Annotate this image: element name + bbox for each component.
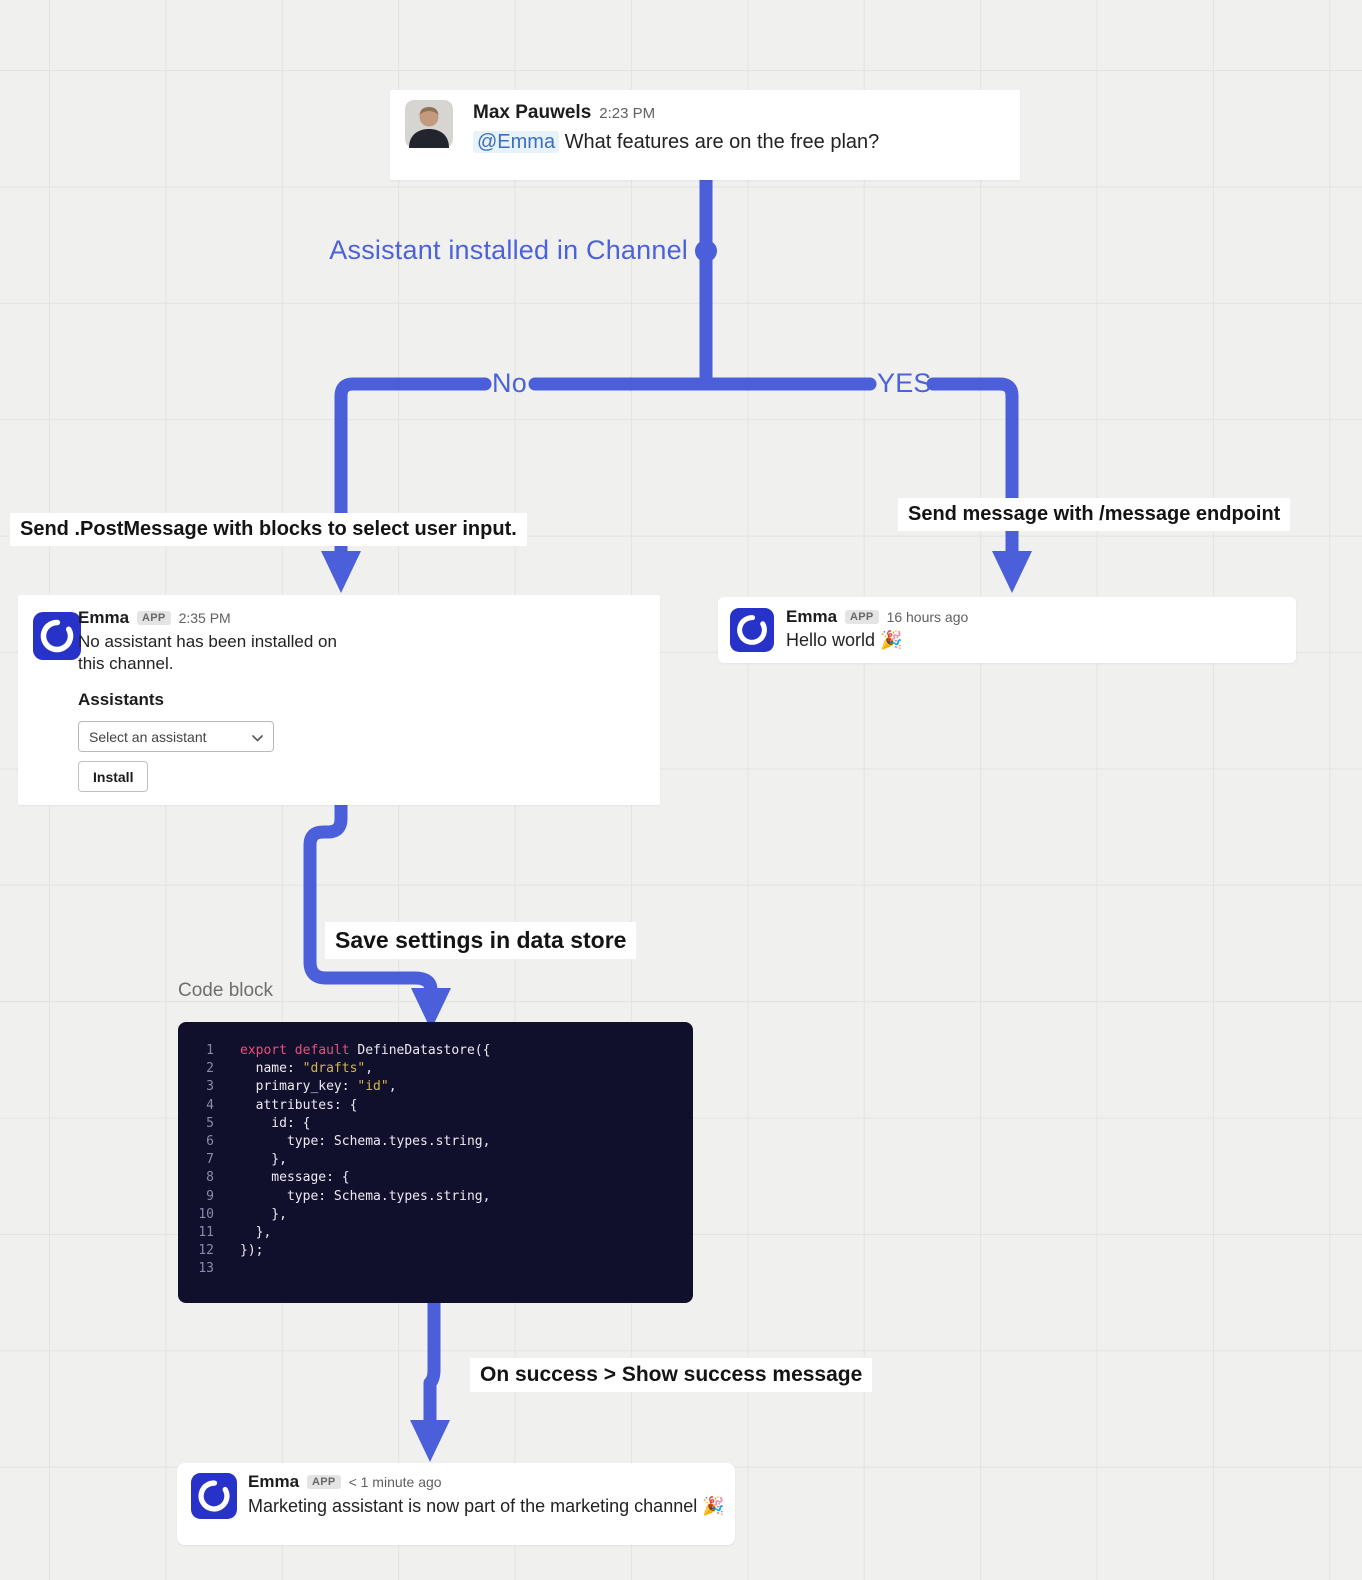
arrowhead-success (410, 1420, 450, 1462)
action-label-success: On success > Show success message (470, 1358, 873, 1392)
assistants-section-title: Assistants (78, 690, 164, 709)
app-badge: APP (307, 1475, 341, 1489)
message-time: 16 hours ago (886, 609, 969, 625)
yes-branch-message-card: Emma APP 16 hours ago Hello world 🎉 (718, 597, 1296, 663)
emma-app-icon (191, 1473, 237, 1524)
action-label-no: Send .PostMessage with blocks to select … (10, 513, 527, 546)
app-badge: APP (137, 611, 171, 625)
message-text: No assistant has been installed on this … (78, 632, 337, 673)
branch-yes-label: YES (877, 368, 932, 398)
message-text: Hello world 🎉 (786, 630, 903, 650)
assistant-select[interactable]: Select an assistant (78, 721, 274, 752)
message-time: < 1 minute ago (348, 1474, 442, 1490)
party-popper-emoji: 🎉 (880, 630, 903, 650)
sender-name: Emma (78, 608, 130, 627)
message-time: 2:23 PM (599, 105, 656, 122)
party-popper-emoji: 🎉 (702, 1496, 725, 1516)
app-badge: APP (845, 610, 879, 624)
chevron-down-icon (252, 729, 263, 745)
message-time: 2:35 PM (178, 610, 231, 626)
arrowhead-save (411, 988, 451, 1030)
no-branch-message-card: Emma APP 2:35 PM No assistant has been i… (18, 595, 660, 805)
success-message-card: Emma APP < 1 minute ago Marketing assist… (177, 1463, 735, 1545)
mention-chip[interactable]: @Emma (473, 131, 560, 153)
sender-name: Emma (248, 1472, 300, 1491)
user-avatar (405, 100, 453, 153)
decision-dot (695, 240, 717, 262)
sender-name: Emma (786, 607, 838, 626)
decision-label: Assistant installed in Channel (329, 235, 688, 265)
message-text: Marketing assistant is now part of the m… (248, 1496, 725, 1516)
branch-no-label: No (492, 368, 527, 398)
emma-app-icon (33, 612, 81, 665)
action-label-yes: Send message with /message endpoint (898, 498, 1291, 531)
code-block-label: Code block (178, 980, 274, 1001)
arrowhead-yes (992, 551, 1032, 593)
user-message-card: Max Pauwels 2:23 PM @Emma What features … (390, 90, 1020, 180)
emma-app-icon (730, 608, 774, 657)
assistant-select-value: Select an assistant (89, 728, 207, 745)
action-label-save: Save settings in data store (325, 922, 637, 959)
sender-name: Max Pauwels (473, 102, 592, 123)
install-button[interactable]: Install (78, 761, 149, 792)
connector-branch-left (334, 377, 492, 563)
message-text: @Emma What features are on the free plan… (473, 131, 879, 154)
arrowhead-no (321, 551, 361, 593)
connector-branch-right (926, 377, 1019, 563)
connector-success (423, 1296, 441, 1427)
connector-save (303, 796, 438, 997)
